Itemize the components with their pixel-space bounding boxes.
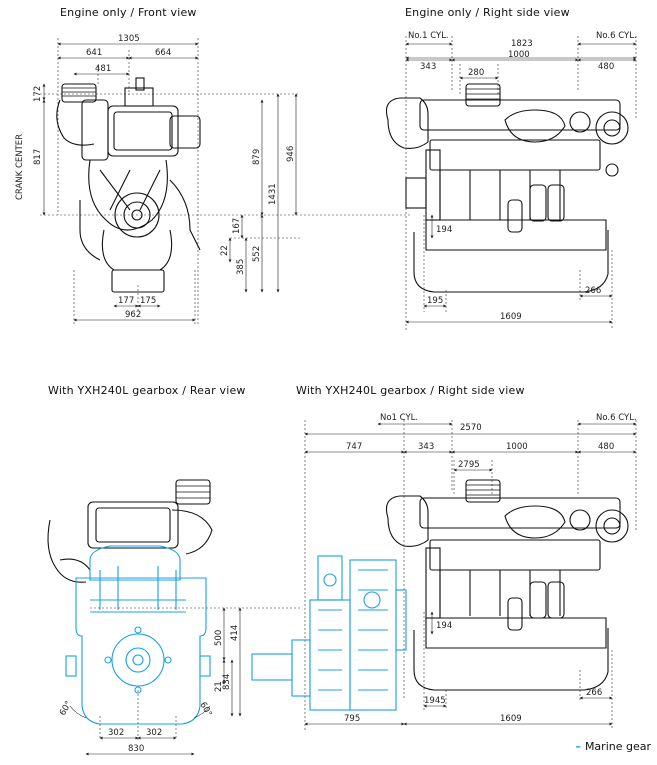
- dim-172: 172: [33, 86, 43, 102]
- dim-552: 552: [252, 246, 262, 262]
- dim-195: 195: [427, 296, 443, 306]
- front-view-dimension-lines: [42, 42, 298, 322]
- side-gear-view-marine-gear: [251, 555, 407, 711]
- gear-dim-480: 480: [598, 442, 614, 452]
- marine-gear-legend-swatch: –: [575, 740, 581, 753]
- rear-gear-view-marine-gear: [65, 545, 211, 725]
- dim-1000: 1000: [508, 50, 530, 60]
- dim-834: 834: [222, 674, 232, 690]
- gear-cyl6-label: No.6 CYL.: [596, 413, 637, 423]
- crank-center-label: CRANK CENTER: [15, 134, 25, 200]
- dim-194: 194: [436, 225, 452, 235]
- dim-385: 385: [236, 259, 246, 275]
- dim-1609: 1609: [500, 312, 522, 322]
- side-gear-view-engine: [304, 420, 637, 730]
- gear-cyl1-label: No1 CYL.: [380, 413, 418, 423]
- side-gear-view-title: With YXH240L gearbox / Right side view: [296, 384, 525, 397]
- dim-664: 664: [155, 48, 171, 58]
- marine-gear-legend-label: Marine gear: [584, 740, 651, 753]
- dim-343: 343: [420, 62, 436, 72]
- dim-175: 175: [140, 296, 156, 306]
- dim-414: 414: [230, 625, 240, 641]
- angle-right: 60°: [197, 701, 213, 719]
- dim-1823: 1823: [511, 39, 533, 49]
- dim-946: 946: [286, 146, 296, 162]
- dim-795: 795: [344, 714, 360, 724]
- front-view-drawing: [40, 38, 410, 325]
- rear-gear-dimension-lines: [69, 607, 242, 756]
- dim-177: 177: [118, 296, 134, 306]
- side-view-dimension-lines: [405, 42, 637, 324]
- front-view-dimension-labels: 1305 641 664 481 172 CRANK CENTER 817 87…: [15, 34, 296, 320]
- rear-gear-view-engine: [47, 479, 213, 583]
- side-gear-dimension-labels: No1 CYL. No.6 CYL. 2570 747 343 1000 480…: [344, 413, 637, 724]
- dim-747: 747: [346, 442, 362, 452]
- dim-879: 879: [252, 149, 262, 165]
- dim-302-left: 302: [108, 728, 124, 738]
- side-view-title: Engine only / Right side view: [405, 6, 570, 19]
- dim-1305: 1305: [118, 34, 140, 44]
- dim-302-right: 302: [146, 728, 162, 738]
- side-gear-dimension-lines: [304, 422, 637, 726]
- front-view-title: Engine only / Front view: [60, 6, 197, 19]
- dim-1945: 1945: [424, 696, 446, 706]
- dim-280: 280: [468, 68, 484, 78]
- dim-2570: 2570: [460, 423, 482, 433]
- dim-481: 481: [95, 64, 111, 74]
- dim-167: 167: [232, 218, 242, 234]
- gear-dim-1000: 1000: [506, 442, 528, 452]
- dim-1431: 1431: [268, 183, 278, 205]
- side-view-dimension-labels: No.1 CYL. No.6 CYL. 1823 343 1000 480 28…: [408, 31, 637, 322]
- dim-2795: 2795: [458, 460, 480, 470]
- dim-830: 830: [128, 744, 144, 754]
- dim-266: 266: [585, 286, 601, 296]
- gear-dim-194: 194: [436, 621, 452, 631]
- dim-962: 962: [125, 310, 141, 320]
- cyl1-label: No.1 CYL.: [408, 31, 449, 41]
- gear-dim-343: 343: [418, 442, 434, 452]
- dim-500: 500: [214, 630, 224, 646]
- rear-gear-dimension-labels: 500 414 21 834 60° 60° 302 302 830: [58, 625, 240, 754]
- dim-817: 817: [33, 149, 43, 165]
- gear-dim-1609: 1609: [500, 714, 522, 724]
- cyl6-label: No.6 CYL.: [596, 31, 637, 41]
- angle-left: 60°: [58, 699, 74, 717]
- rear-gear-view-title: With YXH240L gearbox / Rear view: [48, 384, 246, 397]
- gear-dim-266: 266: [586, 688, 602, 698]
- dim-480: 480: [598, 62, 614, 72]
- dim-641: 641: [86, 48, 102, 58]
- dim-21: 21: [214, 681, 224, 692]
- dim-22: 22: [220, 245, 230, 256]
- legend: –Marine gear: [575, 740, 651, 753]
